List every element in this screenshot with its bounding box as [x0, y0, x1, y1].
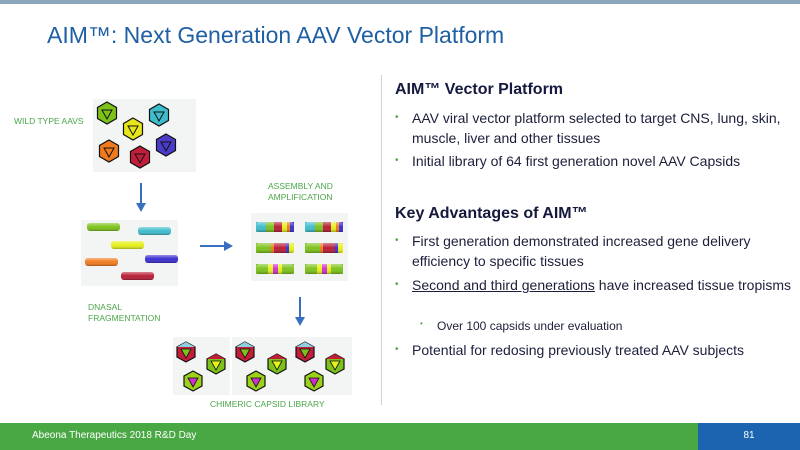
- slide-title: AIM™: Next Generation AAV Vector Platfor…: [47, 22, 505, 48]
- capsid-icon: [96, 101, 118, 125]
- capsid-icon: [246, 370, 266, 392]
- bullet-text: AAV viral vector platform selected to ta…: [412, 110, 781, 146]
- label-dnasal: DNASAL FRAGMENTATION: [88, 302, 160, 324]
- bullet-text: Potential for redosing previously treate…: [412, 342, 745, 358]
- bullet-dot-icon: •: [395, 155, 399, 166]
- top-accent-bar: [0, 0, 800, 4]
- label-wild-type: WILD TYPE AAVS: [14, 116, 84, 126]
- bullet-text-rest: have increased tissue tropisms: [594, 277, 792, 293]
- capsid-icon: [155, 133, 177, 157]
- footer-bar: Abeona Therapeutics 2018 R&D Day: [0, 423, 800, 450]
- arrow-down-icon: [136, 183, 146, 212]
- section-heading-platform: AIM™ Vector Platform: [395, 81, 564, 98]
- chimeric-rod: [256, 222, 294, 232]
- bullet-text: First generation demonstrated increased …: [412, 233, 751, 269]
- fragment-rod: [121, 272, 154, 280]
- bullet-text: Initial library of 64 first generation n…: [412, 153, 741, 169]
- footer-text: Abeona Therapeutics 2018 R&D Day: [32, 430, 197, 441]
- capsid-icon: [235, 341, 255, 363]
- label-chimeric: CHIMERIC CAPSID LIBRARY: [210, 399, 325, 409]
- capsid-icon: [183, 370, 203, 392]
- assembly-panel: [251, 213, 348, 281]
- chimeric-rod: [305, 243, 343, 253]
- sub-bullet-text: Over 100 capsids under evaluation: [437, 319, 623, 333]
- arrow-down-icon: [295, 297, 305, 326]
- capsid-icon: [325, 353, 345, 375]
- wild-type-panel: [93, 99, 196, 172]
- fragment-rod: [111, 241, 144, 249]
- bullet-text: Second and third generations have increa…: [412, 275, 792, 295]
- bullet-dot-icon: •: [395, 235, 399, 246]
- page-number: 81: [743, 430, 755, 441]
- fragment-rod: [87, 223, 120, 231]
- chimeric-panel-2: [232, 337, 352, 395]
- fragment-rod: [145, 255, 178, 263]
- label-dnasal-line2: FRAGMENTATION: [88, 313, 161, 323]
- section-heading-advantages: Key Advantages of AIM™: [395, 205, 588, 222]
- capsid-icon: [206, 353, 226, 375]
- capsid-icon: [304, 370, 324, 392]
- bullet-dot-icon: •: [395, 344, 399, 355]
- chimeric-rod: [256, 264, 294, 274]
- label-dnasal-line1: DNASAL: [88, 302, 123, 312]
- capsid-icon: [267, 353, 287, 375]
- label-assembly-line2: AMPLIFICATION: [268, 192, 333, 202]
- capsid-icon: [122, 117, 144, 141]
- fragment-rod: [85, 258, 118, 266]
- label-assembly: ASSEMBLY AND AMPLIFICATION: [268, 181, 333, 203]
- fragments-panel: [81, 220, 178, 286]
- chimeric-rod: [305, 264, 343, 274]
- bullet-dot-icon: •: [420, 319, 423, 328]
- chimeric-rod: [256, 243, 294, 253]
- capsid-icon: [98, 139, 120, 163]
- bullet-dot-icon: •: [395, 112, 399, 123]
- page-number-box: 81: [698, 423, 800, 450]
- chimeric-panel-1: [173, 337, 230, 395]
- column-divider: [381, 75, 382, 405]
- fragment-rod: [138, 227, 171, 235]
- capsid-icon: [176, 341, 196, 363]
- capsid-icon: [129, 145, 151, 169]
- chimeric-rod: [305, 222, 343, 232]
- arrow-right-icon: [200, 241, 233, 251]
- label-assembly-line1: ASSEMBLY AND: [268, 181, 333, 191]
- capsid-icon: [295, 341, 315, 363]
- underlined-phrase: Second and third generations: [412, 277, 595, 293]
- bullet-dot-icon: •: [395, 279, 399, 290]
- capsid-icon: [148, 103, 170, 127]
